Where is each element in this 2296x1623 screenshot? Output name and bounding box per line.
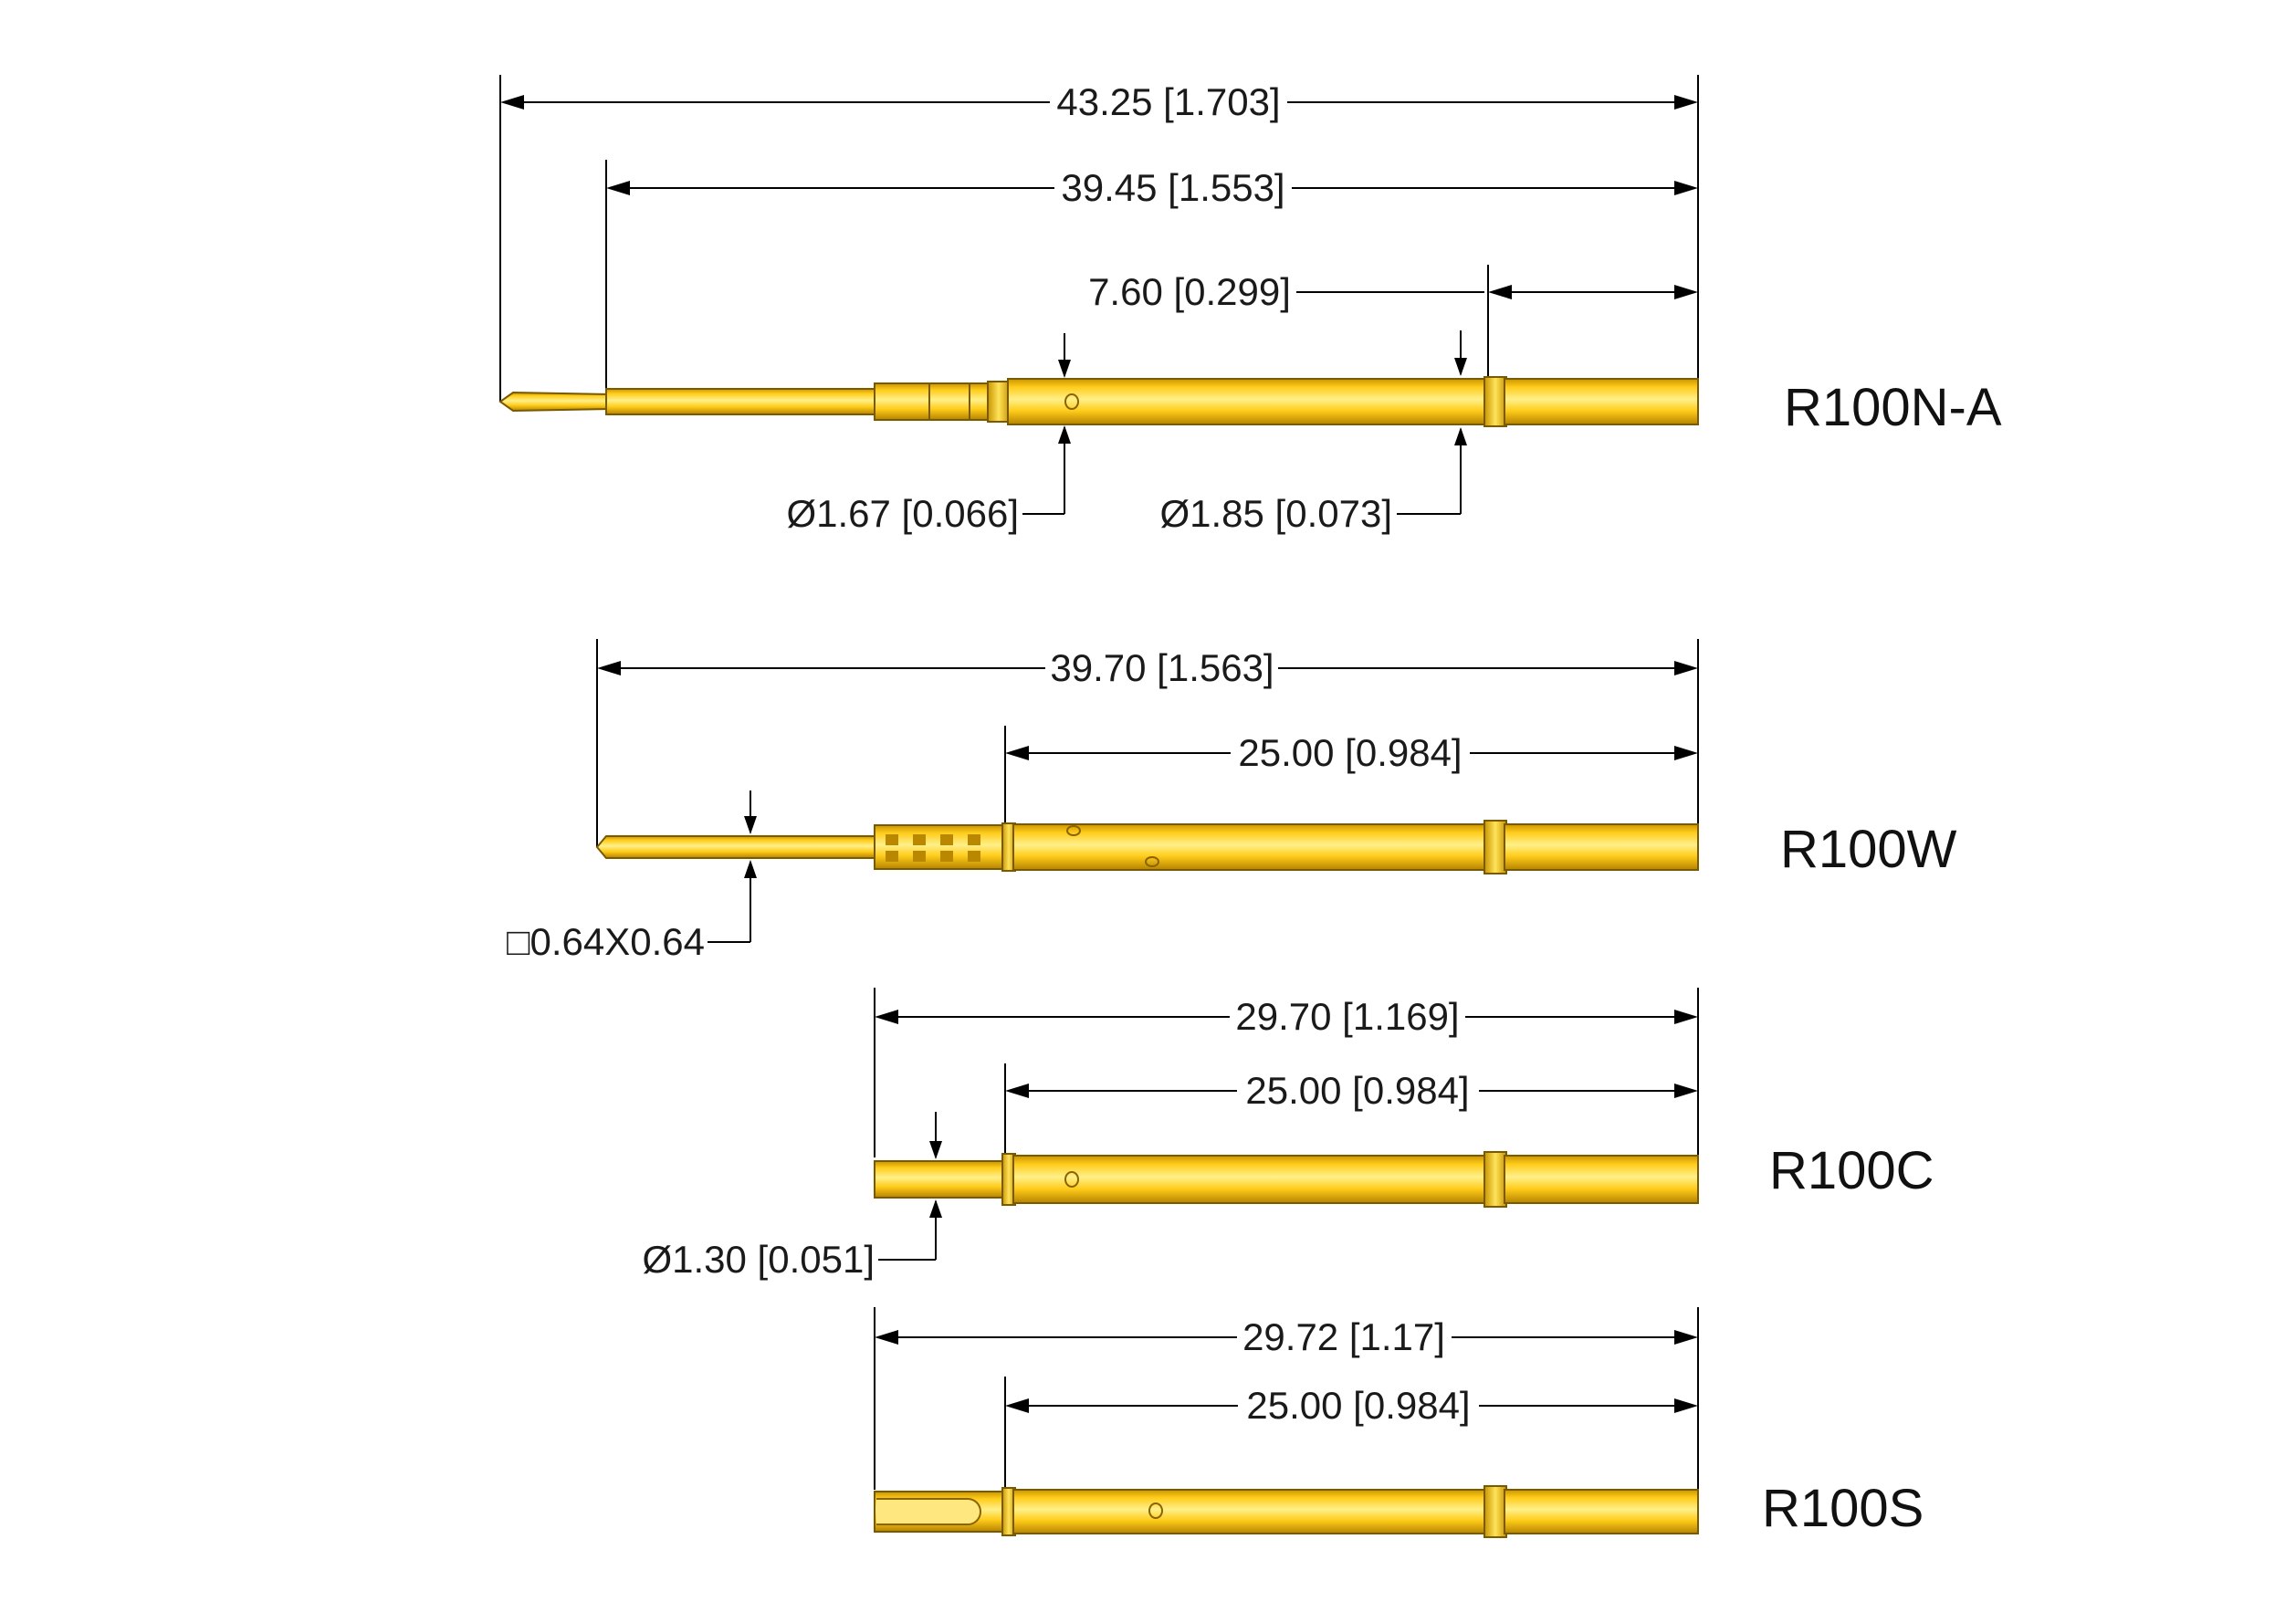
dim-text-body: 25.00 [0.984] [1246,1384,1470,1427]
dim-overall-r100s: 29.72 [1.17] [875,1315,1698,1358]
dim-text-tail: 7.60 [0.299] [1088,270,1291,313]
probe-r100n-a [498,376,1699,427]
part-label-r100n-a: R100N-A [1784,378,2002,437]
dim-text-overall: 39.70 [1.563] [1050,646,1274,689]
dim-body-r100w: 25.00 [0.984] [1005,731,1698,774]
dim-text-dia-tip: Ø1.30 [0.051] [642,1238,875,1281]
dim-body-r100s: 25.00 [0.984] [1005,1384,1698,1427]
probe-r100w [595,820,1699,874]
dim-dia-ring-r100n-a: Ø1.85 [0.073] [1159,330,1467,535]
part-label-r100w: R100W [1780,820,1957,879]
part-r100w: 39.70 [1.563] 25.00 [0.984] [507,639,1957,963]
dim-tail-r100n-a: 7.60 [0.299] [1088,270,1698,313]
dim-overall-r100n-a: 43.25 [1.703] [500,80,1698,123]
dim-text-body: 25.00 [0.984] [1245,1069,1469,1112]
dim-dia-body-r100n-a: Ø1.67 [0.066] [786,333,1071,535]
dim-body-r100c: 25.00 [0.984] [1005,1069,1698,1112]
dim-text-body: 25.00 [0.984] [1238,731,1462,774]
probe-r100s [874,1485,1699,1538]
dim-text-plunger: 39.45 [1.553] [1061,166,1284,209]
part-label-r100c: R100C [1769,1141,1934,1200]
dim-text-overall: 29.70 [1.169] [1235,995,1459,1038]
dim-text-overall: 43.25 [1.703] [1056,80,1280,123]
dim-text-dia-body: Ø1.67 [0.066] [786,492,1019,535]
dim-text-dia-ring: Ø1.85 [0.073] [1159,492,1392,535]
dim-plunger-r100n-a: 39.45 [1.553] [606,166,1698,209]
part-r100c: 29.70 [1.169] 25.00 [0.984] Ø1.30 [0.051… [642,988,1934,1281]
dim-text-square: □0.64X0.64 [507,920,705,963]
dim-text-overall: 29.72 [1.17] [1242,1315,1445,1358]
dim-overall-r100c: 29.70 [1.169] [875,995,1698,1038]
dim-square-r100w: □0.64X0.64 [507,791,757,963]
part-label-r100s: R100S [1762,1479,1924,1538]
dim-dia-tip-r100c: Ø1.30 [0.051] [642,1112,942,1281]
part-r100s: 29.72 [1.17] 25.00 [0.984] R100S [874,1307,1924,1538]
part-r100n-a: 43.25 [1.703] 39.45 [1.553] 7.60 [0.299] [498,75,2002,535]
probe-r100c [874,1151,1699,1208]
dim-overall-r100w: 39.70 [1.563] [597,646,1698,689]
